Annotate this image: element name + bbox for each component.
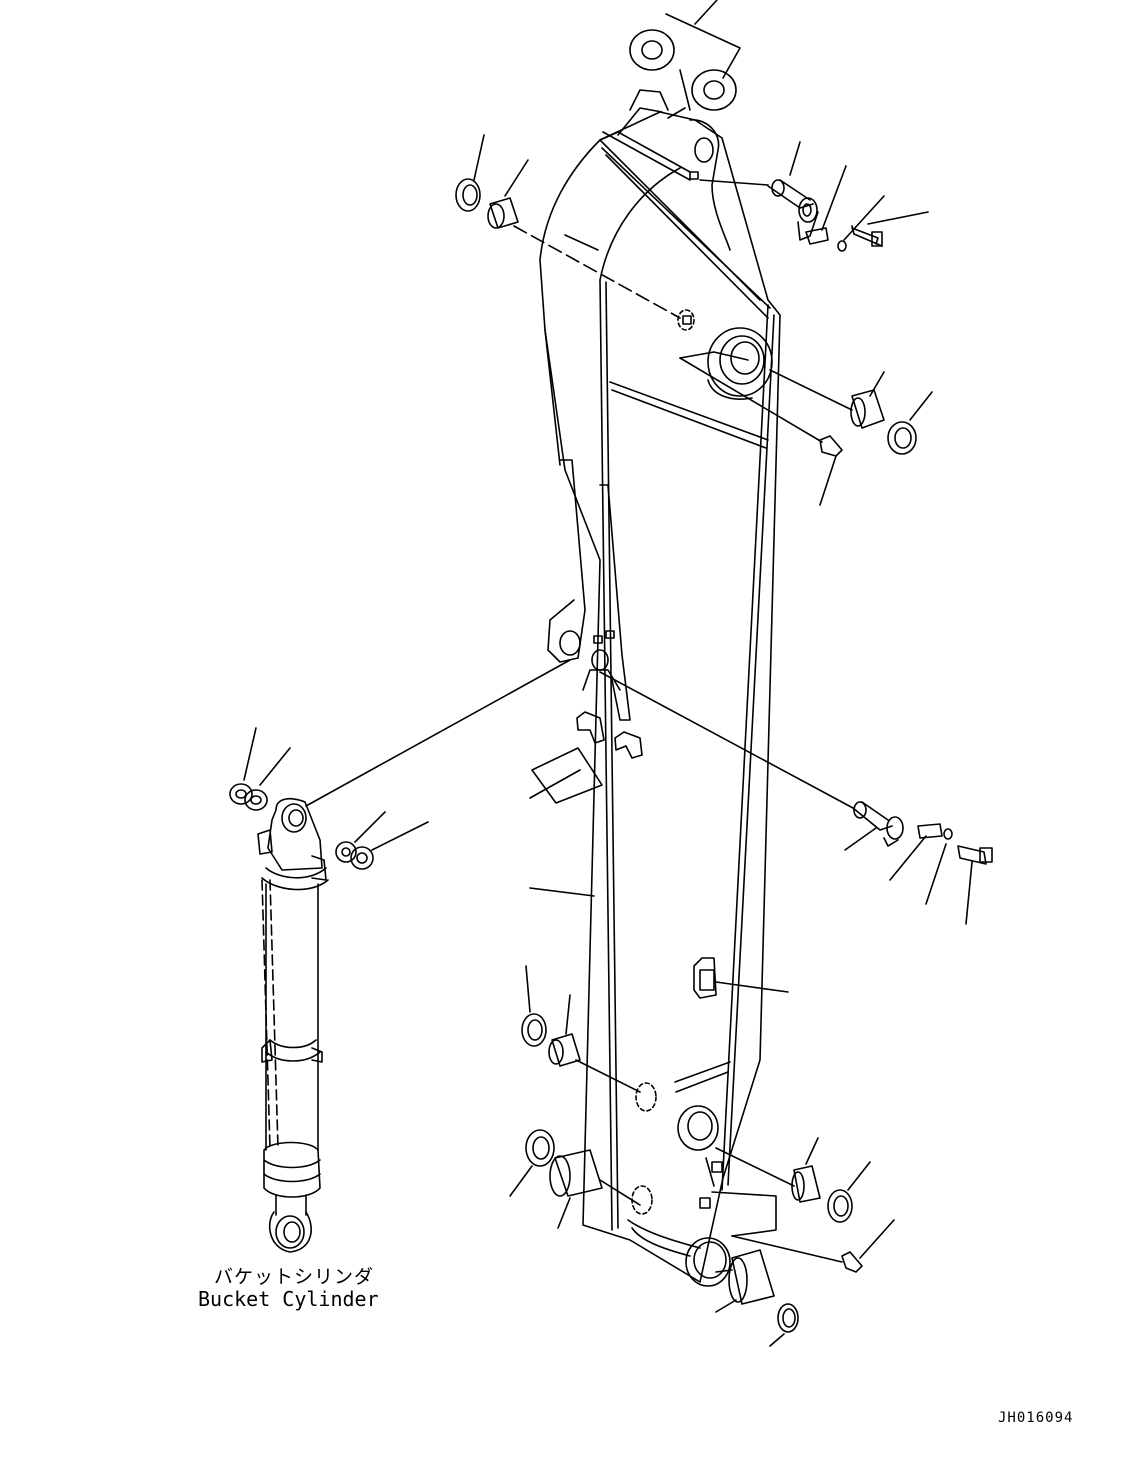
leader-lines — [529, 769, 789, 993]
seals-bushings-lower-left — [509, 965, 641, 1229]
bushing-seal-mid-right — [679, 351, 933, 506]
bucket-cylinder — [229, 659, 571, 1253]
drawing-code: JH016094 — [998, 1410, 1074, 1426]
pin-assembly-upper — [699, 141, 929, 252]
seal-and-bushing-upper — [455, 134, 681, 319]
bushing-seal-lower-right — [705, 1137, 895, 1347]
bucket-cylinder-label-jp: バケットシリンダ — [214, 1266, 375, 1288]
pin-assembly-mid — [599, 671, 993, 925]
arm-body — [531, 89, 781, 1287]
bucket-cylinder-label-en: Bucket Cylinder — [198, 1287, 379, 1311]
shim-washers-top — [629, 0, 741, 111]
